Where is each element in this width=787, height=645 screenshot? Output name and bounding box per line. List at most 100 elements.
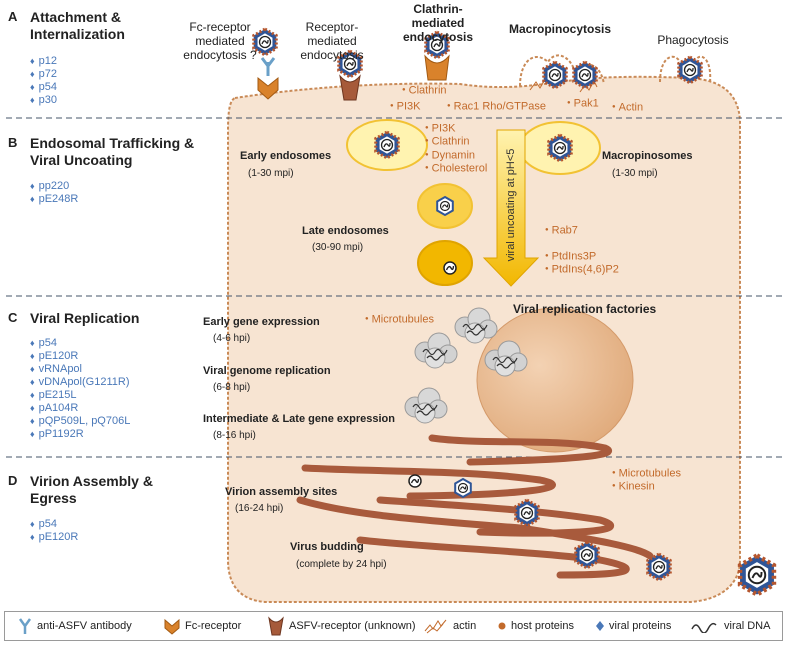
actin-icon xyxy=(424,619,447,634)
host-protein-dot-icon xyxy=(498,622,506,630)
late-gene-time: (8-16 hpi) xyxy=(213,430,256,441)
legend-item-fc-receptor: Fc-receptor xyxy=(163,612,241,640)
entry-route-phagocytosis: Phagocytosis xyxy=(657,33,729,47)
endoplasmic-reticulum xyxy=(296,434,654,579)
virion-core-assembly xyxy=(408,474,422,488)
viral-protein-list-c: p54 pE120R vRNApol vDNApol(G1211R) pE215… xyxy=(30,337,131,441)
viral-dna-icon xyxy=(691,622,717,633)
viral-protein: p54 xyxy=(30,518,78,531)
uncoating-arrow-label: viral uncoating at pH<5 xyxy=(505,148,517,262)
legend-item-viral-dna: viral DNA xyxy=(690,612,770,640)
host-factor: PtdIns3P xyxy=(545,250,619,263)
host-factor: Actin xyxy=(612,101,643,114)
clathrin-pit xyxy=(424,54,450,81)
host-factor: Dynamin xyxy=(425,149,487,162)
host-factor: Microtubules xyxy=(365,313,434,326)
macropinosomes-time: (1-30 mpi) xyxy=(612,168,658,179)
section-letter-a: A xyxy=(8,9,18,24)
uncoating-arrow xyxy=(482,129,540,287)
legend-item-actin: actin xyxy=(423,612,476,640)
host-factor: Rab7 xyxy=(545,224,578,237)
legend-label: anti-ASFV antibody xyxy=(37,620,132,632)
assembly-sites-label: Virion assembly sites xyxy=(225,486,338,498)
viral-protein: pp220 xyxy=(30,180,78,193)
host-factor: Kinesin xyxy=(612,480,681,493)
assembly-sites-time: (16-24 hpi) xyxy=(235,503,284,514)
asfv-receptor-icon xyxy=(339,74,361,101)
legend-label: host proteins xyxy=(511,620,574,632)
entry-route-macropinocytosis: Macropinocytosis xyxy=(508,22,612,36)
legend-label: viral DNA xyxy=(724,620,771,632)
host-factor: PtdIns(4,6)P2 xyxy=(545,263,619,276)
entry-route-clathrin: Clathrin-mediated endocytosis xyxy=(402,2,474,44)
capsid-in-late-endosome xyxy=(436,196,454,216)
entry-route-receptor: Receptor-mediated endocytosis xyxy=(300,20,364,62)
legend-label: viral proteins xyxy=(609,620,672,632)
fc-receptor-icon xyxy=(164,618,180,635)
host-factor: Microtubules xyxy=(612,467,681,480)
genome-replication-label: Viral genome replication xyxy=(203,365,331,377)
viral-protein: pE120R xyxy=(30,531,79,544)
legend-label: actin xyxy=(453,620,477,632)
section-title-d: Virion Assembly & Egress xyxy=(30,473,153,506)
viral-protein: vDNApol(G1211R) xyxy=(30,376,130,389)
viral-protein: vRNApol xyxy=(30,363,130,376)
viral-protein: p12 xyxy=(30,55,57,68)
phagocytic-cup xyxy=(659,55,712,83)
membrane-ruffle xyxy=(519,54,605,87)
legend-item-antibody: anti-ASFV antibody xyxy=(17,612,132,640)
viral-protein-list-b: pp220 pE248R xyxy=(30,180,79,206)
early-endosome-host-factors: PI3K Clathrin Dynamin Cholesterol xyxy=(425,122,488,176)
core-in-late-endosome xyxy=(443,261,457,275)
host-factor: PI3K xyxy=(425,122,487,135)
viral-protein: pA104R xyxy=(30,402,130,415)
early-gene-time: (4-6 hpi) xyxy=(213,333,251,344)
section-letter-d: D xyxy=(8,473,18,488)
host-factor: Pak1 xyxy=(567,97,599,110)
assembly-host-factors: Microtubules Kinesin xyxy=(612,467,681,494)
section-title-b: Endosomal Trafficking & Viral Uncoating xyxy=(30,135,195,168)
host-factor: PI3K xyxy=(390,100,421,113)
host-factor: Clathrin xyxy=(425,135,487,148)
legend-label: Fc-receptor xyxy=(185,620,242,632)
late-endosome-2 xyxy=(417,240,473,286)
budding-time: (complete by 24 hpi) xyxy=(296,559,387,570)
fc-receptor-icon xyxy=(257,57,279,100)
viral-protein: p54 xyxy=(30,337,130,350)
genome-replication-time: (6-8 hpi) xyxy=(213,382,251,393)
early-gene-label: Early gene expression xyxy=(203,316,320,328)
virion-capsid-assembly xyxy=(454,478,472,498)
late-endosomes-label: Late endosomes xyxy=(302,225,389,237)
viral-protein: p72 xyxy=(30,68,57,81)
viral-protein-diamond-icon xyxy=(596,621,604,631)
section-title-c: Viral Replication xyxy=(30,310,140,326)
viral-protein-list-a: p12 p72 p54 p30 xyxy=(30,55,57,107)
legend-item-host-proteins: host proteins xyxy=(497,612,574,640)
viral-protein: pE120R xyxy=(30,350,130,363)
host-factor: Rac1 Rho/GTPase xyxy=(447,100,546,113)
viral-protein: p30 xyxy=(30,94,57,107)
late-gene-label: Intermediate & Late gene expression xyxy=(203,413,395,425)
section-letter-c: C xyxy=(8,310,18,325)
early-endosomes-time: (1-30 mpi) xyxy=(248,168,294,179)
viral-protein-list-d: p54 pE120R xyxy=(30,518,79,544)
viral-protein: pE248R xyxy=(30,193,79,206)
antibody-icon xyxy=(18,618,32,634)
viral-protein: pQP509L, pQ706L xyxy=(30,415,131,428)
viral-protein: pP1192R xyxy=(30,428,130,441)
late-endosomes-time: (30-90 mpi) xyxy=(312,242,364,253)
early-endosomes-label: Early endosomes xyxy=(240,150,332,162)
section-letter-b: B xyxy=(8,135,18,150)
legend-item-viral-proteins: viral proteins xyxy=(595,612,671,640)
budding-label: Virus budding xyxy=(290,541,364,553)
section-title-a: Attachment & Internalization xyxy=(30,9,125,42)
late-endosome-host-factors: PtdIns3P PtdIns(4,6)P2 xyxy=(545,250,619,277)
replication-factories-label: Viral replication factories xyxy=(513,302,657,316)
viral-protein: pE215L xyxy=(30,389,130,402)
legend-label: ASFV-receptor (unknown) xyxy=(289,620,416,632)
entry-route-fc: Fc-receptor mediated endocytosis ? xyxy=(183,20,257,62)
host-factor: Cholesterol xyxy=(425,162,488,175)
viral-protein: p54 xyxy=(30,81,57,94)
nucleus xyxy=(476,307,634,453)
host-factor: Clathrin xyxy=(402,84,447,97)
